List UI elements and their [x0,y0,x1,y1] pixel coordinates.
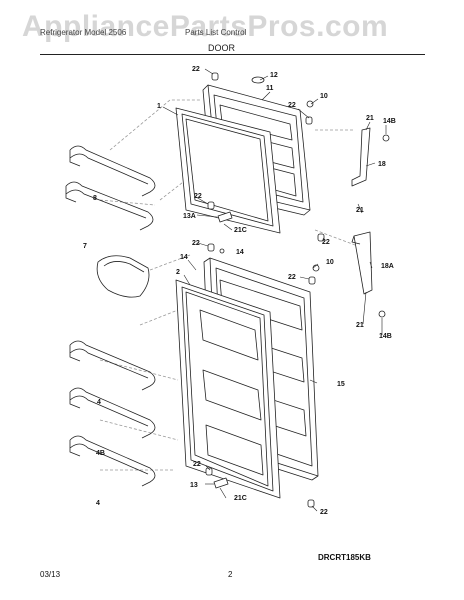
callout-13: 13 [190,482,198,489]
callout-21: 21 [356,207,364,214]
callout-10: 10 [326,259,334,266]
callout-leaders [162,68,387,512]
callout-2: 2 [176,269,180,276]
callout-22: 22 [194,193,202,200]
small-hardware-parts [205,72,390,508]
callout-22: 22 [193,461,201,468]
header-rule [40,54,425,55]
callout-7: 7 [83,243,87,250]
callout-10: 10 [320,93,328,100]
callout-18a: 18A [381,263,394,270]
callout-13a: 13A [183,213,196,220]
section-title: DOOR [208,43,235,53]
callout-14b: 14B [383,118,396,125]
callout-22: 22 [192,66,200,73]
door-hinges [351,127,373,295]
callout-21c: 21C [234,495,247,502]
callout-4b: 4B [96,450,105,457]
header-left-caption: Refrigerator Model 2506 [40,28,127,37]
callout-21: 21 [356,322,364,329]
callout-22: 22 [322,239,330,246]
footer-date: 03/13 [40,570,61,579]
fresh-food-door-gasket [175,279,281,499]
header-mid-caption: Parts List Control [185,28,247,37]
freezer-door-shelves [65,145,156,231]
freezer-door-gasket [175,107,281,234]
callout-14: 14 [236,249,244,256]
callout-4: 4 [96,500,100,507]
callout-22: 22 [320,509,328,516]
page-number: 2 [228,570,233,579]
callout-1: 1 [157,103,161,110]
callout-22: 22 [288,102,296,109]
callout-12: 12 [270,72,278,79]
callout-8: 8 [93,195,97,202]
callout-22: 22 [288,274,296,281]
callout-18: 18 [378,161,386,168]
callout-21c: 21C [234,227,247,234]
diagram-code: DRCRT185KB [318,553,371,562]
dairy-compartment-lid [96,255,150,298]
callout-labels: 22 12 11 10 1 22 21 14B 18 8 21 22 13A 2… [83,66,396,516]
callout-14: 14 [180,254,188,261]
callout-15: 15 [337,381,345,388]
callout-14b: 14B [379,333,392,340]
callout-4: 4 [97,399,101,406]
callout-21: 21 [366,115,374,122]
fresh-food-door-shelves [69,340,156,487]
callout-22: 22 [192,240,200,247]
watermark: AppliancePartsPros.com [22,10,389,43]
callout-11: 11 [266,85,274,92]
